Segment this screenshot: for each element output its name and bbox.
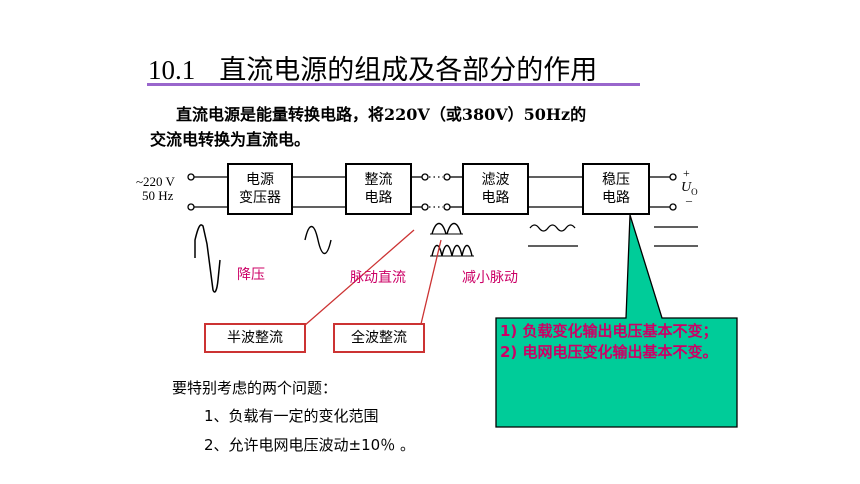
- intro-line-2: 交流电转换为直流电。: [150, 130, 311, 149]
- step-down-annotation: 降压: [237, 267, 265, 283]
- input-voltage-label: ~220 V: [136, 174, 175, 189]
- input-terminal-top: [187, 173, 195, 181]
- half-wave-pointer: [303, 229, 415, 327]
- title-underline: [147, 83, 640, 86]
- input-frequency-label: 50 Hz: [142, 188, 174, 203]
- intro-line-1: 直流电源是能量转换电路，将220V（或380V）50Hz的: [176, 105, 587, 124]
- issues-heading: 要特别考虑的两个问题：: [172, 379, 338, 397]
- callout-line-1: 1) 负载变化输出电压基本不变；: [500, 322, 718, 340]
- filtered-waveform: [529, 224, 576, 232]
- page-title: 10.1 直流电源的组成及各部分的作用: [148, 48, 597, 87]
- issue-item-1: 1、负载有一定的变化范围: [204, 407, 379, 425]
- callout-line-2: 2) 电网电压变化输出基本不变。: [500, 343, 718, 361]
- ac-input-waveform: [194, 224, 221, 293]
- section-number: 10.1: [148, 55, 196, 85]
- full-wave-label: 全波整流: [333, 323, 425, 353]
- reduce-ripple-annotation: 减小脉动: [462, 270, 518, 286]
- pulsating-dc-annotation: 脉动直流: [350, 270, 406, 286]
- output-minus-sign: –: [686, 193, 692, 207]
- transformer-block: 电源 变压器: [227, 163, 293, 215]
- callout-box: [495, 214, 738, 428]
- output-terminal-top: [669, 173, 677, 181]
- output-terminal-bottom: [669, 203, 677, 211]
- half-wave-label: 半波整流: [204, 323, 306, 353]
- output-plus-sign: +: [683, 166, 690, 180]
- issue-item-2: 2、允许电网电压波动±10％ 。: [204, 436, 415, 454]
- input-terminal-bottom: [187, 203, 195, 211]
- rectifier-block: 整流 电路: [345, 163, 412, 215]
- section-title: 直流电源的组成及各部分的作用: [219, 55, 598, 86]
- regulator-block: 稳压 电路: [582, 163, 650, 215]
- stepped-down-waveform: [304, 225, 332, 255]
- callout-text: 1) 负载变化输出电压基本不变； 2) 电网电压变化输出基本不变。: [500, 321, 736, 363]
- full-wave-pointer: [420, 239, 442, 325]
- half-wave-waveform: [431, 222, 462, 235]
- output-voltage-label: UO: [681, 180, 698, 197]
- filter-block: 滤波 电路: [462, 163, 529, 215]
